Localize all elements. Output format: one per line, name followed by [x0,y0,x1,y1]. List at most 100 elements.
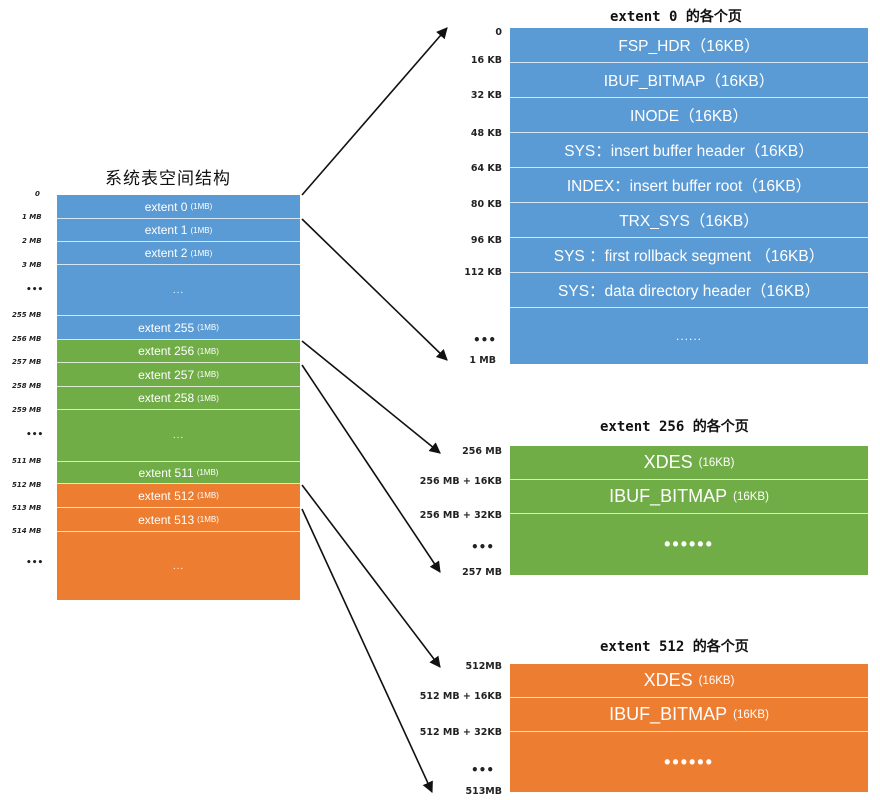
ellipsis-label: •••••• [664,751,714,772]
offset-label: 2 MB [22,237,42,245]
extent-label: extent 1 [144,223,188,237]
offset-label: 0 [495,27,502,38]
offset-label: 256 MB [12,335,42,343]
extent-size: (1MB) [190,225,213,235]
page-row-ellipsis: ...... [510,308,868,364]
page-row: INODE（16KB） [510,98,868,133]
page-size: (16KB) [698,674,735,687]
extent-row: extent 1(1MB) [57,219,300,242]
extent-size: (1MB) [197,370,219,379]
offset-label: 64 KB [470,163,502,174]
extent-row: extent 0(1MB) [57,195,300,219]
page-label: IBUF_BITMAP [609,486,728,506]
extent-row: extent 258(1MB) [57,387,300,410]
page-label: FSP_HDR（16KB） [618,38,760,55]
page-row: SYS：data directory header（16KB） [510,273,868,308]
arrow-extent256-bottom [301,364,441,573]
extent-row-ellipsis: ... [57,410,300,462]
offset-label: 257 MB [12,358,42,366]
page-label: IBUF_BITMAP [609,704,728,724]
extent-size: (1MB) [197,393,219,403]
arrow-extent256-top [301,340,441,454]
ellipsis-label: ...... [675,329,702,343]
offset-label: 513MB [465,786,502,797]
page-label: XDES [643,670,693,690]
extent-size: (1MB) [197,323,219,332]
offset-label: 16 KB [470,55,502,66]
extent-size: (1MB) [190,248,213,258]
page-size: (16KB) [698,456,735,469]
extent256-pages-column: XDES (16KB) IBUF_BITMAP (16KB) •••••• [510,446,868,575]
ellipsis-label: •••••• [664,534,714,554]
ellipsis-label: ... [172,284,185,296]
page-row: SYS：insert buffer header（16KB） [510,133,868,168]
offset-label: 256 MB + 32KB [419,510,502,521]
extent-row: extent 513(1MB) [57,508,300,532]
page-row-ellipsis: •••••• [510,732,868,792]
extent-row: extent 2(1MB) [57,242,300,265]
page-label: SYS ：first rollback segment （16KB） [553,248,825,265]
page-label: TRX_SYS（16KB） [619,213,759,230]
page-label: INDEX：insert buffer root（16KB） [566,178,812,195]
extent-label: extent 511 [138,465,194,480]
extent-size: (1MB) [190,202,213,211]
extent512-pages-column: XDES (16KB) IBUF_BITMAP (16KB) •••••• [510,664,868,792]
extent-size: (1MB) [197,491,219,500]
page-row: IBUF_BITMAP (16KB) [510,698,868,732]
offset-label: 96 KB [470,235,502,246]
extent512-title: extent 512 的各个页 [600,639,749,655]
offset-label: ••• [472,333,496,347]
page-row: SYS ：first rollback segment （16KB） [510,238,868,273]
extent-size: (1MB) [196,468,219,477]
arrow-extent0-bottom [301,218,448,361]
offset-label: ••• [26,285,44,295]
extent-label: extent 255 [138,320,195,335]
offset-label: 514 MB [12,527,42,535]
page-row: FSP_HDR（16KB） [510,28,868,63]
offset-label: ••• [470,540,494,554]
offset-label: ••• [470,763,494,777]
extent-row-ellipsis: ... [57,265,300,316]
extent-row: extent 512(1MB) [57,484,300,508]
offset-label: 256 MB + 16KB [419,476,502,487]
extent-row: extent 511(1MB) [57,462,300,484]
ellipsis-label: ... [172,430,185,441]
offset-label: 255 MB [12,311,42,319]
page-size: (16KB) [733,708,769,721]
offset-label: 3 MB [22,261,42,269]
page-row: TRX_SYS（16KB） [510,203,868,238]
page-size: (16KB) [733,490,769,503]
offset-label: 512 MB [12,481,42,489]
offset-label: 258 MB [12,382,42,390]
extent-row: extent 257(1MB) [57,363,300,387]
offset-label: 256 MB [462,446,502,457]
offset-label: ••• [26,430,44,440]
extent-label: extent 2 [144,246,188,260]
offset-label: 512MB [465,661,502,672]
extent-row-ellipsis: ... [57,532,300,600]
arrow-extent512-bottom [301,508,433,794]
page-row: IBUF_BITMAP（16KB） [510,63,868,98]
page-label: IBUF_BITMAP（16KB） [603,73,775,90]
offset-label: ••• [26,558,44,568]
extent0-title: extent 0 的各个页 [610,9,742,25]
offset-label: 0 [35,190,40,198]
extent-label: extent 512 [138,488,195,503]
extent-label: extent 257 [138,367,195,382]
offset-label: 112 KB [464,267,502,278]
page-row: XDES (16KB) [510,664,868,698]
extent-row: extent 255(1MB) [57,316,300,340]
extent-label: extent 258 [138,391,195,405]
page-row: IBUF_BITMAP (16KB) [510,480,868,514]
offset-label: 1 MB [22,213,42,221]
offset-label: 1 MB [469,355,496,366]
page-row-ellipsis: •••••• [510,514,868,575]
page-label: INODE（16KB） [629,108,748,125]
offset-label: 32 KB [470,90,502,101]
page-label: XDES [643,452,693,472]
extent0-pages-column: FSP_HDR（16KB） IBUF_BITMAP（16KB） INODE（16… [510,28,868,364]
offset-label: 257 MB [462,567,502,578]
system-tablespace-title: 系统表空间结构 [105,169,231,189]
offset-label: 513 MB [12,504,42,512]
